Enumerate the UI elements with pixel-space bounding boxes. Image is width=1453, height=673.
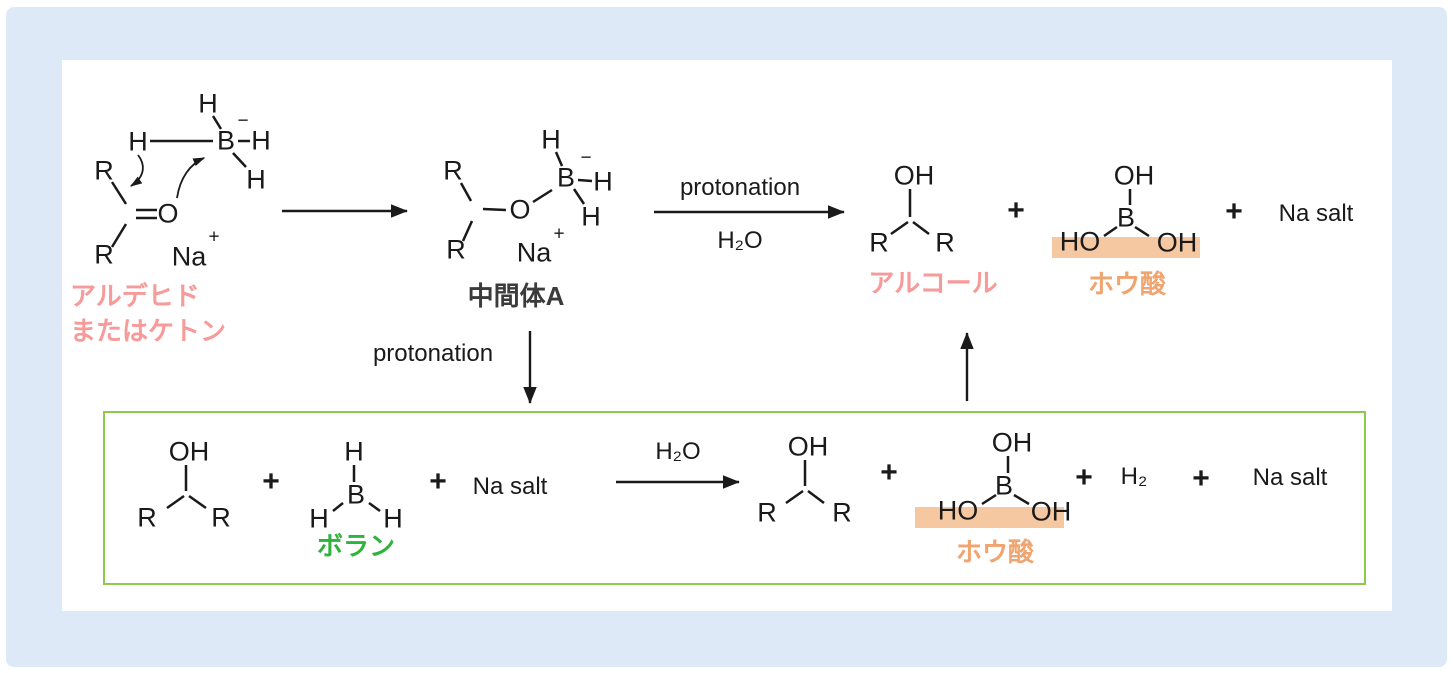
group-oh: OH xyxy=(787,431,829,462)
group-ho: HO xyxy=(937,495,979,526)
byproduct-reaction-box xyxy=(103,411,1366,585)
atom-r: R xyxy=(94,239,114,270)
atom-h: H xyxy=(198,88,218,119)
na-salt-label-top: Na salt xyxy=(1278,200,1354,227)
atom-b: B xyxy=(216,125,236,156)
atom-na: Na xyxy=(516,237,552,268)
group-oh: OH xyxy=(168,436,210,467)
group-oh: OH xyxy=(991,427,1033,458)
atom-h: H xyxy=(541,124,561,155)
boric-acid-label-bottom: ホウ酸 xyxy=(955,536,1035,567)
group-oh: OH xyxy=(893,160,935,191)
group-oh: OH xyxy=(1030,496,1072,527)
plus-operator: + xyxy=(1192,462,1210,495)
atom-r: R xyxy=(757,497,777,528)
borane-label: ボラン xyxy=(316,530,396,561)
atom-r: R xyxy=(935,227,955,258)
atom-h: H xyxy=(128,126,148,157)
diagram-panel xyxy=(62,60,1392,611)
na-salt-label-box-right: Na salt xyxy=(1252,464,1328,491)
minus-charge: − xyxy=(237,110,249,132)
atom-b: B xyxy=(1116,202,1136,233)
na-salt-label-box-left: Na salt xyxy=(472,473,548,500)
reactant-label-line1: アルデヒド xyxy=(70,280,200,311)
protonation-label-top: protonation xyxy=(679,174,801,201)
atom-r: R xyxy=(869,227,889,258)
boric-acid-highlight-bottom xyxy=(915,507,1064,528)
plus-operator: + xyxy=(1075,461,1093,494)
plus-charge: + xyxy=(208,226,220,248)
boric-acid-highlight-top xyxy=(1052,237,1200,258)
plus-operator: + xyxy=(880,456,898,489)
atom-b: B xyxy=(346,479,366,510)
atom-r: R xyxy=(443,155,463,186)
atom-r: R xyxy=(211,502,231,533)
h2-label: H₂ xyxy=(1120,463,1148,490)
minus-charge: − xyxy=(580,147,592,169)
atom-o: O xyxy=(157,198,179,229)
atom-h: H xyxy=(581,201,601,232)
atom-r: R xyxy=(137,502,157,533)
atom-h: H xyxy=(309,503,329,534)
plus-operator: + xyxy=(1225,195,1243,228)
plus-operator: + xyxy=(429,465,447,498)
atom-b: B xyxy=(556,162,576,193)
plus-operator: + xyxy=(1007,194,1025,227)
atom-r: R xyxy=(94,155,114,186)
h2o-label-box: H₂O xyxy=(655,438,701,465)
reactant-label-line2: またはケトン xyxy=(70,315,227,346)
h2o-label-top: H₂O xyxy=(717,227,763,254)
atom-r: R xyxy=(446,234,466,265)
group-ho: HO xyxy=(1059,226,1101,257)
atom-o: O xyxy=(509,194,531,225)
plus-operator: + xyxy=(262,465,280,498)
atom-h: H xyxy=(344,436,364,467)
plus-charge: + xyxy=(553,223,565,245)
group-oh: OH xyxy=(1113,160,1155,191)
atom-na: Na xyxy=(171,241,207,272)
boric-acid-label-top: ホウ酸 xyxy=(1087,268,1167,299)
atom-r: R xyxy=(832,497,852,528)
atom-h: H xyxy=(246,164,266,195)
atom-h: H xyxy=(383,503,403,534)
group-oh: OH xyxy=(1156,227,1198,258)
atom-h: H xyxy=(593,166,613,197)
alcohol-label-top: アルコール xyxy=(868,267,998,298)
protonation-label-middle: protonation xyxy=(372,340,494,367)
atom-b: B xyxy=(994,470,1014,501)
atom-h: H xyxy=(251,125,271,156)
intermediate-label: 中間体A xyxy=(467,280,565,311)
